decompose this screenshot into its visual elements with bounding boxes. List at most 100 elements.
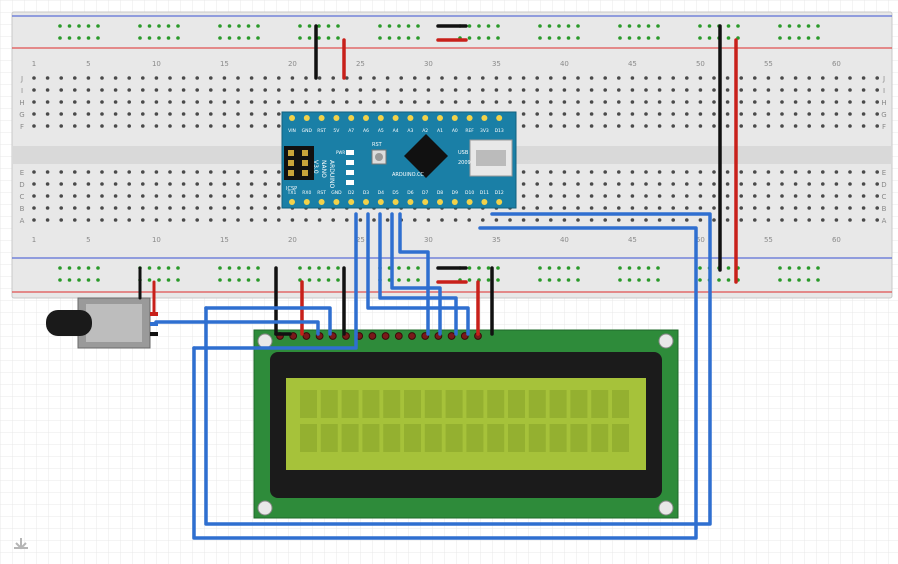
rail-hole bbox=[778, 266, 782, 270]
terminal-hole bbox=[657, 124, 662, 128]
rail-hole bbox=[307, 36, 312, 40]
terminal-hole bbox=[766, 218, 771, 222]
terminal-hole bbox=[141, 206, 145, 210]
rail-hole bbox=[416, 266, 420, 270]
terminal-hole bbox=[45, 194, 50, 198]
rail-hole bbox=[778, 278, 782, 282]
terminal-hole bbox=[576, 76, 580, 80]
terminal-hole bbox=[603, 100, 607, 104]
terminal-hole bbox=[766, 100, 771, 104]
terminal-hole bbox=[725, 206, 730, 210]
terminal-hole bbox=[535, 194, 539, 198]
terminal-hole bbox=[739, 218, 743, 222]
terminal-hole bbox=[603, 88, 607, 92]
terminal-hole bbox=[127, 170, 131, 174]
terminal-hole bbox=[86, 194, 91, 198]
terminal-hole bbox=[562, 218, 567, 222]
rail-hole bbox=[538, 278, 542, 282]
lcd-char-cell bbox=[466, 390, 484, 418]
rail-hole bbox=[656, 36, 660, 40]
row-letter: B bbox=[20, 205, 25, 213]
rail-hole bbox=[406, 278, 411, 282]
lcd-mount-hole bbox=[658, 500, 674, 516]
terminal-hole bbox=[209, 112, 213, 116]
rail-hole bbox=[778, 36, 782, 40]
terminal-hole bbox=[73, 88, 77, 92]
terminal-hole bbox=[372, 76, 376, 80]
terminal-hole bbox=[535, 88, 539, 92]
terminal-hole bbox=[685, 112, 689, 116]
column-number: 25 bbox=[356, 60, 365, 68]
rail-hole bbox=[627, 24, 632, 28]
nano-pin-label: D9 bbox=[452, 190, 458, 196]
rail-hole bbox=[307, 266, 312, 270]
terminal-hole bbox=[793, 218, 798, 222]
lcd-pin bbox=[381, 332, 390, 340]
terminal-hole bbox=[358, 100, 363, 104]
terminal-hole bbox=[807, 124, 811, 128]
terminal-hole bbox=[793, 170, 798, 174]
terminal-hole bbox=[304, 218, 308, 222]
rail-hole bbox=[557, 266, 561, 270]
terminal-hole bbox=[657, 218, 662, 222]
terminal-hole bbox=[725, 76, 730, 80]
terminal-hole bbox=[45, 218, 50, 222]
terminal-hole bbox=[603, 194, 607, 198]
column-number: 45 bbox=[628, 236, 637, 244]
nano-pin bbox=[392, 115, 399, 121]
terminal-hole bbox=[195, 218, 199, 222]
terminal-hole bbox=[481, 218, 485, 222]
nano-pin bbox=[363, 115, 369, 121]
terminal-hole bbox=[562, 112, 567, 116]
nano-pin bbox=[289, 115, 295, 121]
terminal-hole bbox=[861, 100, 866, 104]
nano-pin bbox=[377, 199, 384, 205]
terminal-hole bbox=[385, 88, 390, 92]
terminal-hole bbox=[290, 100, 295, 104]
terminal-hole bbox=[535, 112, 539, 116]
terminal-hole bbox=[875, 218, 879, 222]
terminal-hole bbox=[141, 194, 145, 198]
rail-hole bbox=[77, 36, 81, 40]
rail-hole bbox=[698, 24, 702, 28]
rail-hole bbox=[656, 24, 660, 28]
terminal-hole bbox=[685, 170, 689, 174]
usb-port bbox=[476, 150, 506, 166]
terminal-hole bbox=[562, 194, 567, 198]
terminal-hole bbox=[793, 88, 798, 92]
rail-hole bbox=[256, 278, 260, 282]
nano-pin bbox=[348, 199, 355, 205]
terminal-hole bbox=[589, 170, 594, 174]
terminal-hole bbox=[834, 194, 839, 198]
terminal-hole bbox=[195, 182, 199, 186]
terminal-hole bbox=[277, 218, 281, 222]
terminal-hole bbox=[141, 218, 145, 222]
rail-hole bbox=[227, 36, 232, 40]
lcd-char-cell bbox=[362, 424, 380, 452]
nano-pin-label: A4 bbox=[393, 128, 399, 134]
rail-hole bbox=[298, 36, 302, 40]
rail-hole bbox=[566, 36, 571, 40]
rail-hole bbox=[67, 36, 72, 40]
rail-hole bbox=[627, 278, 632, 282]
rail-hole bbox=[566, 278, 571, 282]
rail-hole bbox=[387, 36, 392, 40]
row-letter: A bbox=[20, 217, 25, 225]
terminal-hole bbox=[848, 100, 852, 104]
row-letter: I bbox=[883, 87, 885, 95]
terminal-hole bbox=[249, 100, 254, 104]
terminal-hole bbox=[32, 124, 36, 128]
rail-hole bbox=[496, 36, 500, 40]
terminal-hole bbox=[793, 112, 798, 116]
rail-hole bbox=[637, 266, 641, 270]
terminal-hole bbox=[848, 218, 852, 222]
row-letter: C bbox=[882, 193, 887, 201]
rail-hole bbox=[646, 36, 651, 40]
terminal-hole bbox=[168, 182, 172, 186]
terminal-hole bbox=[73, 218, 77, 222]
terminal-hole bbox=[32, 76, 36, 80]
rail-hole bbox=[406, 24, 411, 28]
terminal-hole bbox=[848, 88, 852, 92]
terminal-hole bbox=[671, 112, 675, 116]
terminal-hole bbox=[141, 76, 145, 80]
